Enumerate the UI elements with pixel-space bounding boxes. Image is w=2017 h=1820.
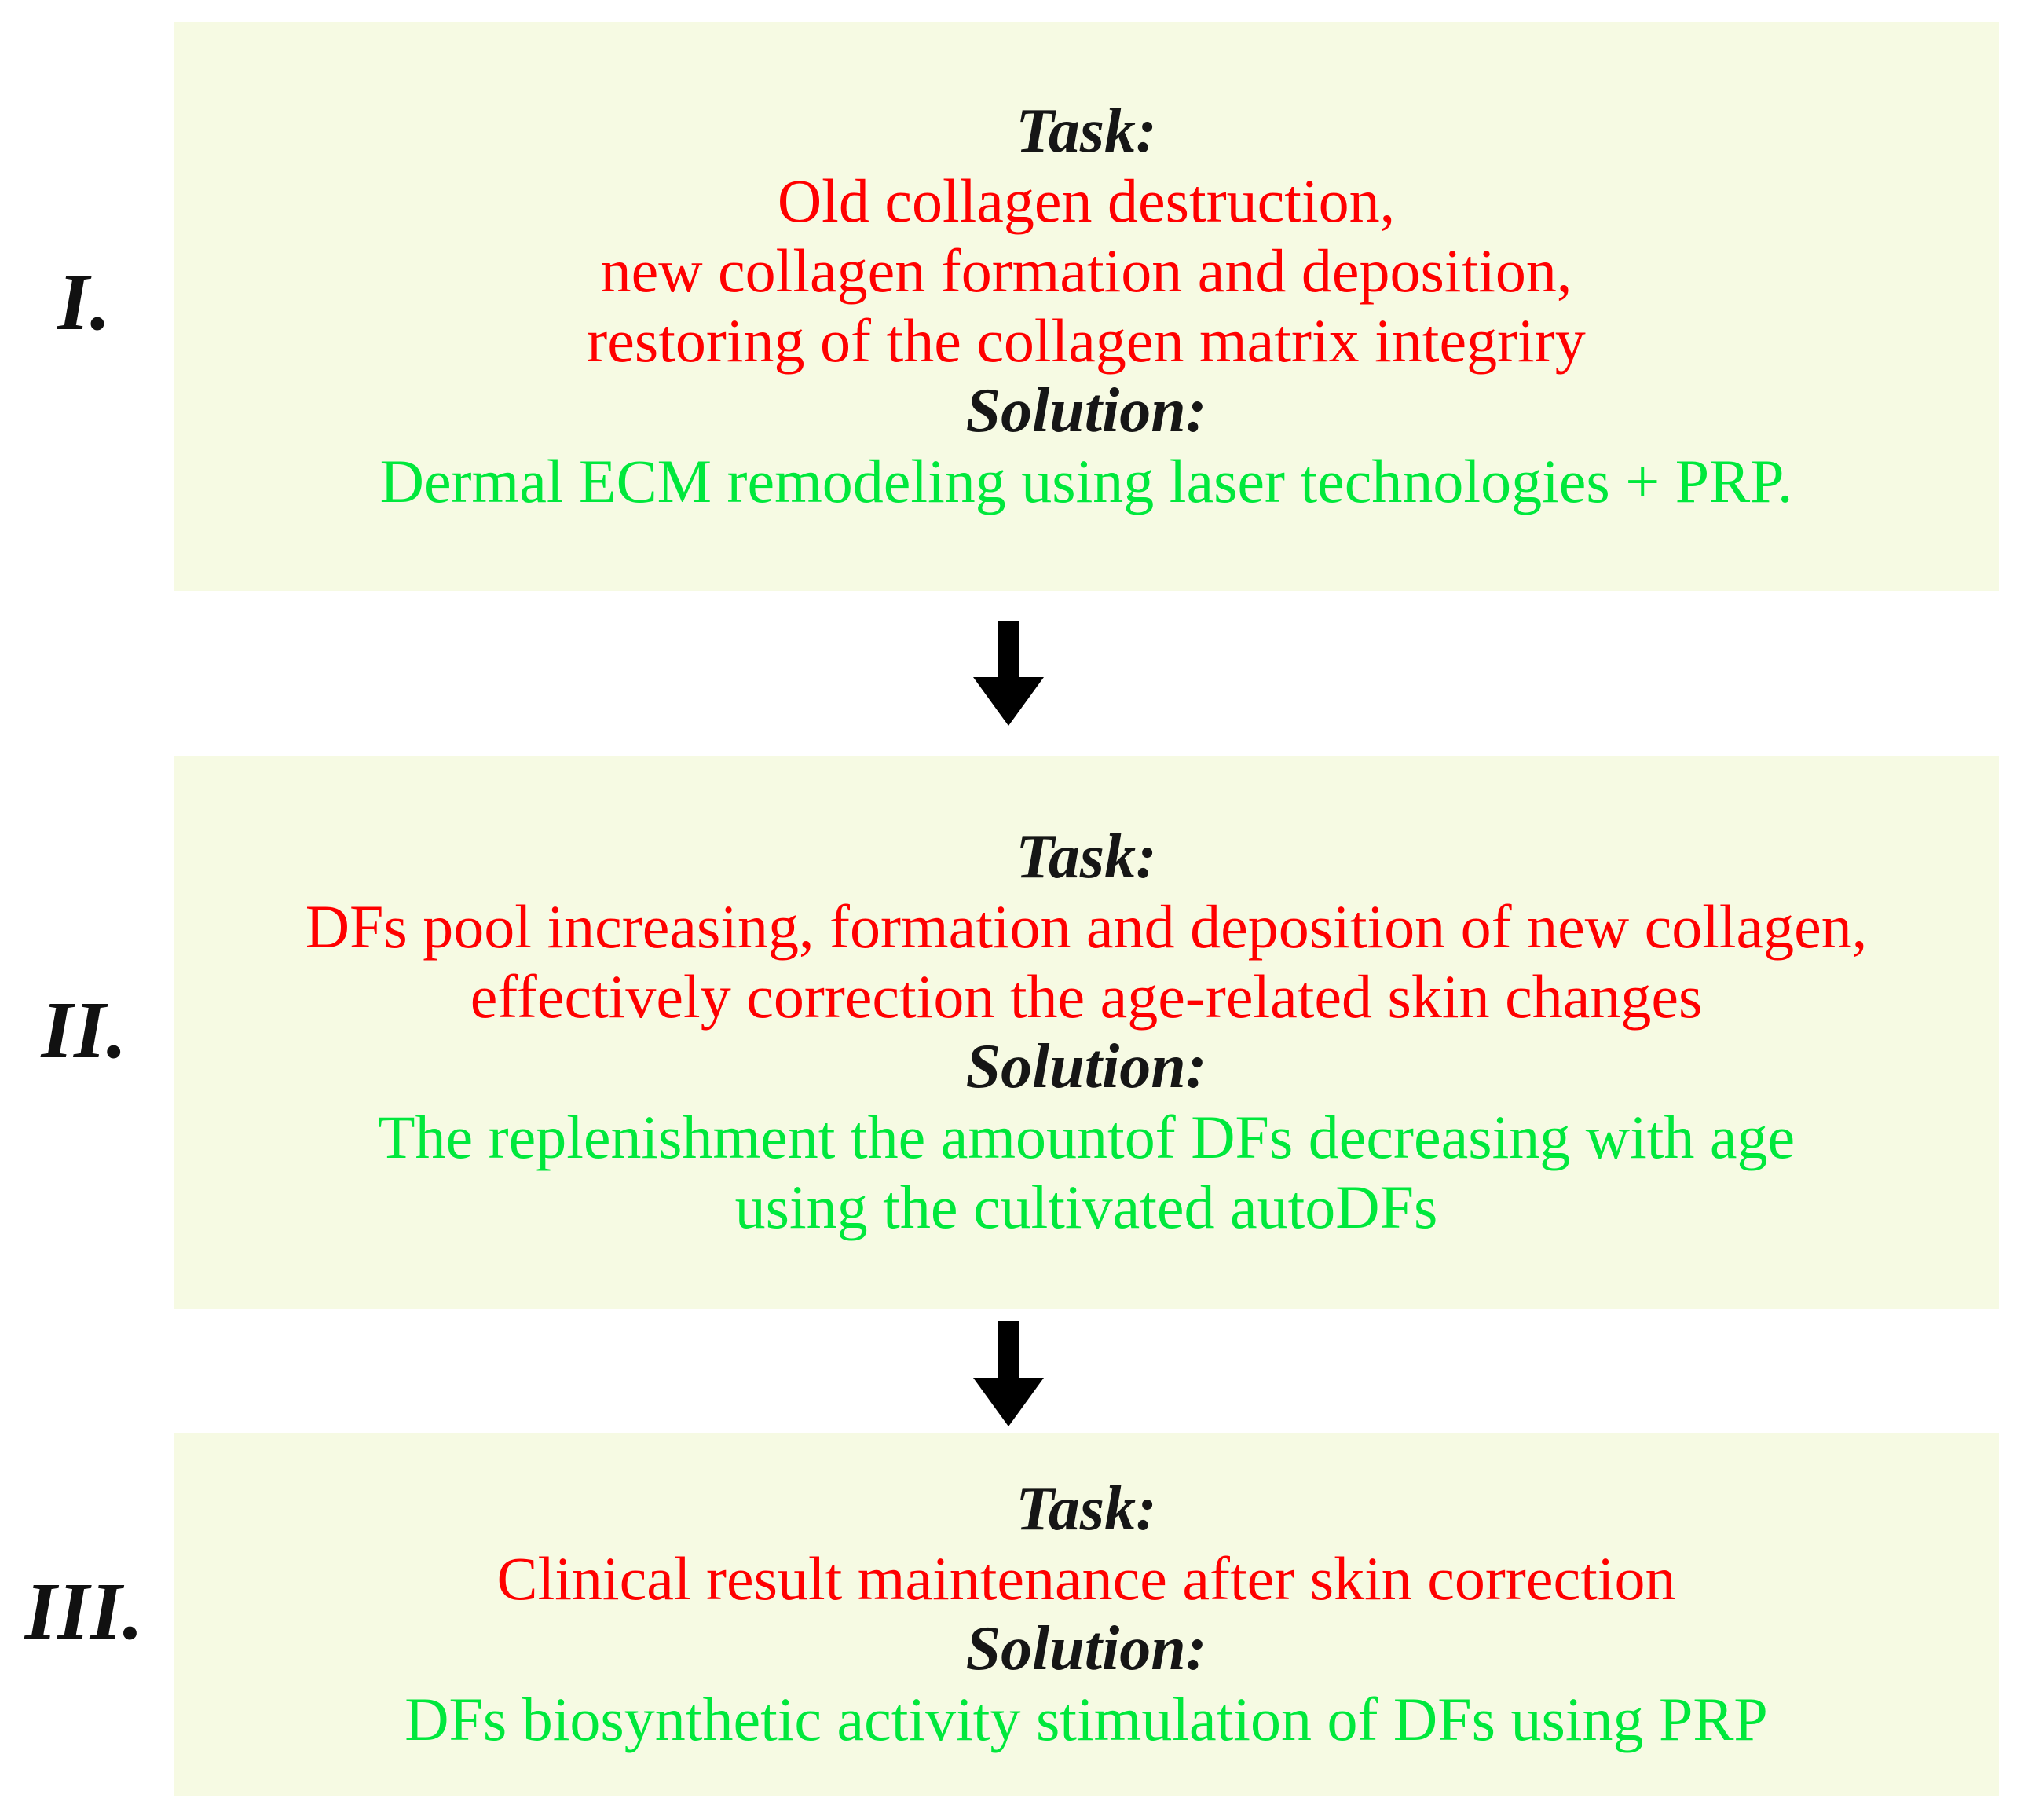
stage-2-task-label: Task: (1016, 822, 1157, 892)
connector-1 (0, 621, 2017, 727)
stage-1-panel: Task: Old collagen destruction, new coll… (174, 22, 1999, 591)
stage-2-task-line-1: DFs pool increasing, formation and depos… (305, 892, 1868, 961)
down-arrow-icon (973, 621, 1044, 726)
stage-1: I. Task: Old collagen destruction, new c… (0, 22, 2017, 591)
stage-3-panel: Task: Clinical result maintenance after … (174, 1433, 1999, 1796)
stage-3-solution-line-1: DFs biosynthetic activity stimulation of… (404, 1684, 1768, 1753)
stage-1-task-label: Task: (1016, 96, 1157, 166)
stage-1-task-line-2: new collagen formation and deposition, (600, 236, 1572, 306)
stage-2-panel: Task: DFs pool increasing, formation and… (174, 756, 1999, 1309)
stage-2-task-line-2: effectively correction the age-related s… (470, 962, 1703, 1031)
stage-2-numeral: II. (41, 985, 128, 1075)
stage-3-task-line-1: Clinical result maintenance after skin c… (496, 1544, 1676, 1613)
connector-2 (0, 1321, 2017, 1427)
stage-2-solution-line-1: The replenishment the amountof DFs decre… (377, 1102, 1796, 1171)
stage-1-task-line-3: restoring of the collagen matrix integri… (587, 306, 1586, 375)
stage-3-numeral: III. (24, 1566, 145, 1657)
stage-2: II. Task: DFs pool increasing, formation… (0, 756, 2017, 1309)
stage-3-task-label: Task: (1016, 1474, 1157, 1544)
stage-1-numeral: I. (57, 257, 112, 347)
stage-3-solution-label: Solution: (965, 1614, 1207, 1683)
stage-2-solution-line-2: using the cultivated autoDFs (734, 1172, 1438, 1241)
stage-2-solution-label: Solution: (965, 1032, 1207, 1101)
down-arrow-icon (973, 1321, 1044, 1426)
stage-1-solution-label: Solution: (965, 375, 1207, 445)
stage-3: III. Task: Clinical result maintenance a… (0, 1433, 2017, 1796)
stage-1-solution-line-1: Dermal ECM remodeling using laser techno… (379, 446, 1793, 515)
stage-1-task-line-1: Old collagen destruction, (777, 167, 1396, 236)
